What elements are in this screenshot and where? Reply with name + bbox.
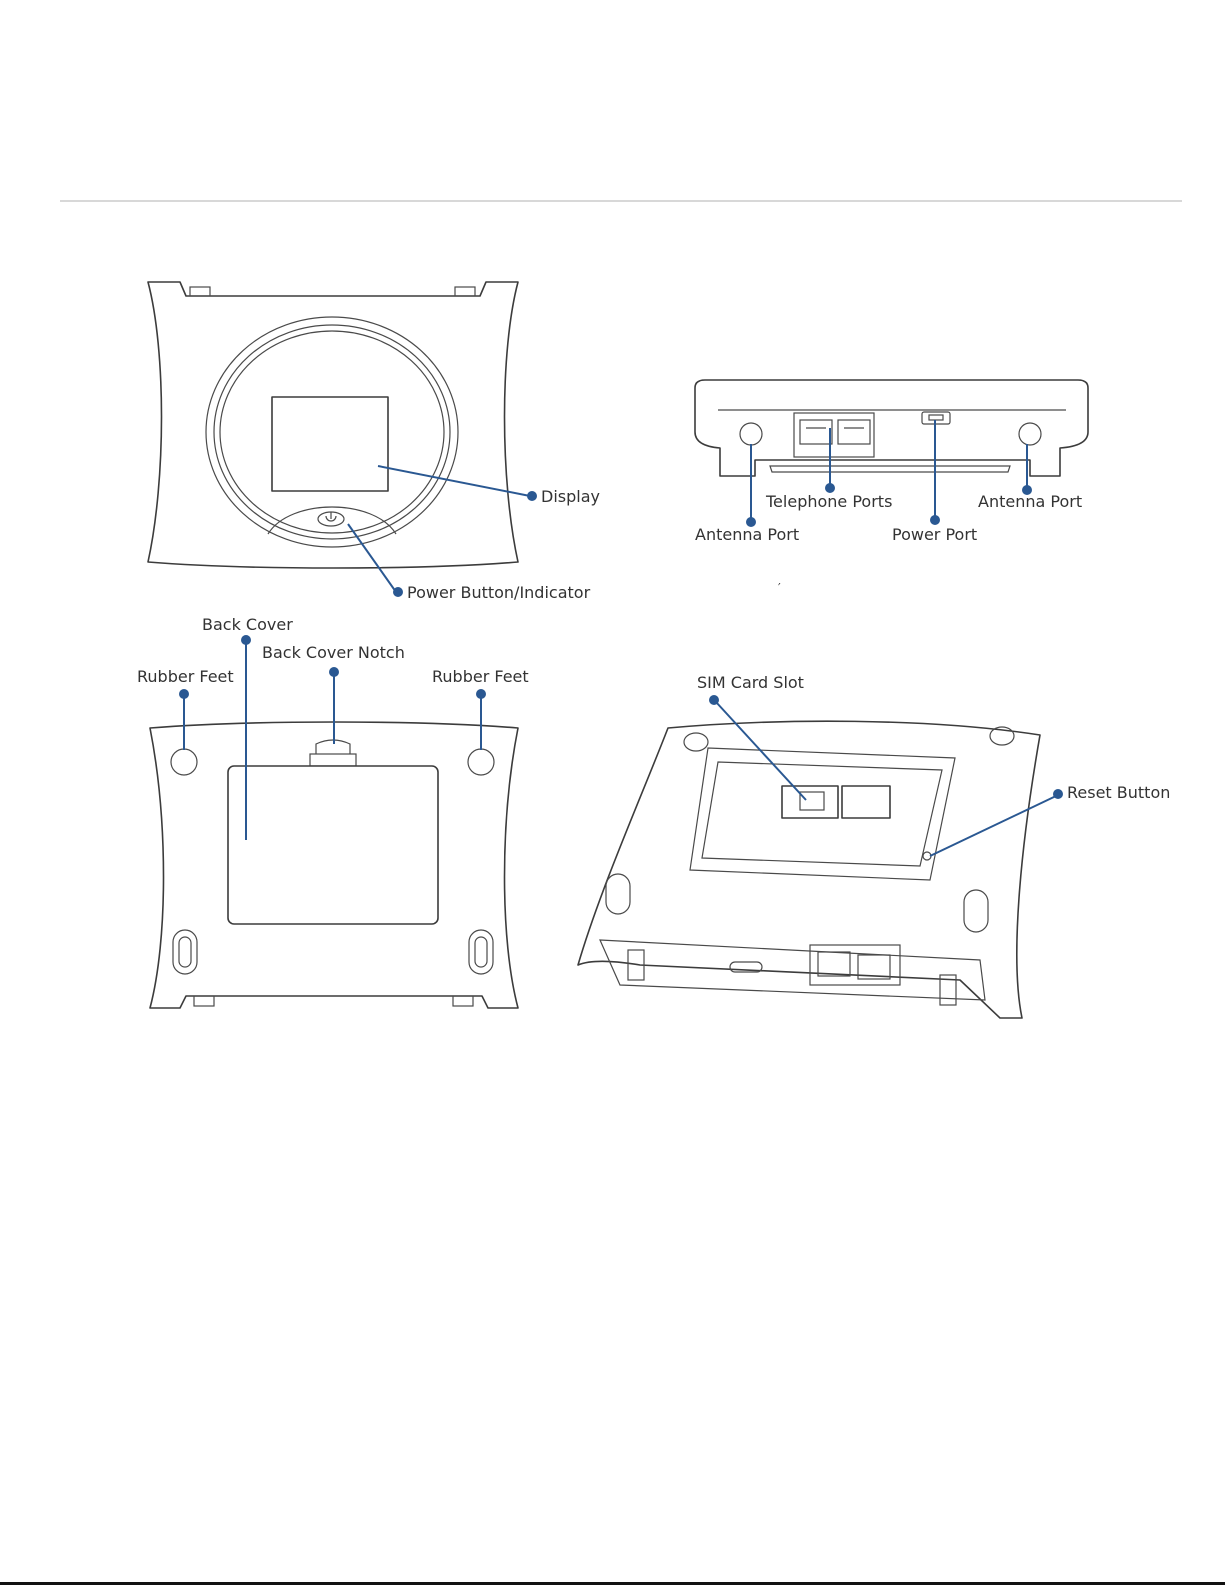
label-rubber-feet-left: Rubber Feet xyxy=(137,667,234,686)
label-telephone-ports: Telephone Ports xyxy=(765,492,892,511)
label-back-cover: Back Cover xyxy=(202,615,293,634)
label-antenna-port-right: Antenna Port xyxy=(978,492,1082,511)
label-back-cover-notch: Back Cover Notch xyxy=(262,643,405,662)
label-reset-button: Reset Button xyxy=(1067,783,1170,802)
angled-view xyxy=(578,721,1040,1018)
front-view xyxy=(148,282,518,568)
display-screen xyxy=(272,397,388,491)
back-cover xyxy=(228,766,438,924)
label-display: Display xyxy=(541,487,600,506)
svg-text:′: ′ xyxy=(778,581,781,595)
label-antenna-port-left: Antenna Port xyxy=(695,525,799,544)
label-power-port: Power Port xyxy=(892,525,977,544)
label-power-button: Power Button/Indicator xyxy=(407,583,591,602)
back-view xyxy=(150,722,518,1008)
label-rubber-feet-right: Rubber Feet xyxy=(432,667,529,686)
label-sim-card-slot: SIM Card Slot xyxy=(697,673,804,692)
